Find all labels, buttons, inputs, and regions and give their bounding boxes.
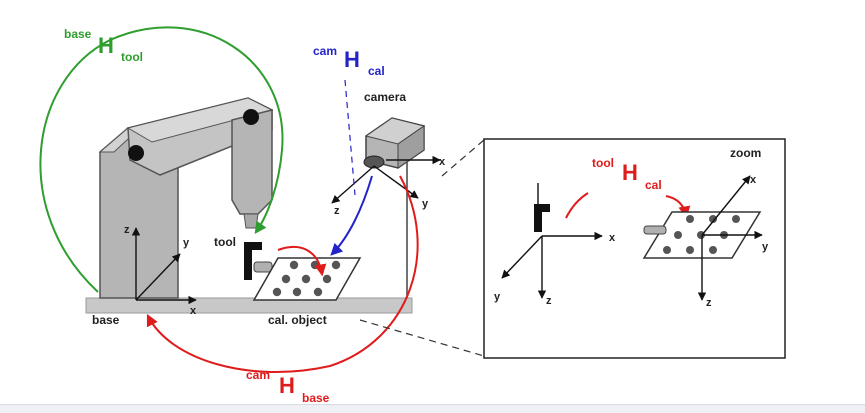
label-cam-H-cal-sup: cam xyxy=(313,44,337,58)
label-tool-H-cal-sub: cal xyxy=(645,178,662,192)
zoom-cal-z-label: z xyxy=(706,297,712,309)
camera-optical-axis xyxy=(344,79,356,196)
zoom-tool-y-label: y xyxy=(494,291,501,303)
label-cam-H-base-sub: base xyxy=(302,391,330,405)
label-base-H-tool-sub: tool xyxy=(121,50,143,64)
camera-frame xyxy=(331,155,441,204)
base-y-label: y xyxy=(183,237,190,249)
camera-body xyxy=(363,117,426,169)
joint-shoulder xyxy=(128,145,144,161)
transform-arc-tool-cal xyxy=(277,246,327,277)
gripper xyxy=(244,242,273,280)
window-bottom-edge xyxy=(0,404,865,413)
zoom-connector-bottom xyxy=(359,319,485,357)
zoom-tool-z-label: z xyxy=(546,295,552,307)
label-base-H-tool-H: H xyxy=(98,33,114,58)
camera-y-label: y xyxy=(422,198,429,210)
zoom-tool-x-label: x xyxy=(609,232,616,244)
label-tool-H-cal-sup: tool xyxy=(592,156,614,170)
zoom-arc-tool-cal-left xyxy=(565,192,589,219)
label-cam-H-cal-sub: cal xyxy=(368,64,385,78)
zoom-label: zoom xyxy=(730,146,761,160)
floor xyxy=(85,297,413,314)
label-cam-H-base-H: H xyxy=(279,373,295,398)
cal-object-label: cal. object xyxy=(268,313,327,327)
base-label: base xyxy=(92,313,120,327)
zoom-connector-top xyxy=(441,139,485,177)
zoom-cal-y-label: y xyxy=(762,241,769,253)
label-tool-H-cal-H: H xyxy=(622,160,638,185)
label-cam-H-cal-H: H xyxy=(344,47,360,72)
transform-arc-cam-base xyxy=(146,175,419,373)
camera-label: camera xyxy=(364,90,406,104)
label-cam-H-base-sup: cam xyxy=(246,368,270,382)
camera-z-label: z xyxy=(334,205,340,217)
camera-x-label: x xyxy=(439,156,446,168)
label-base-H-tool-sup: base xyxy=(64,27,92,41)
transform-arc-base-tool xyxy=(39,26,284,293)
transform-arc-cam-cal xyxy=(330,175,373,256)
base-z-label: z xyxy=(124,224,130,236)
calibration-object xyxy=(252,257,362,301)
base-x-label: x xyxy=(190,305,197,317)
tool-label: tool xyxy=(214,235,236,249)
zoom-cal-frame xyxy=(697,175,763,301)
zoom-cal-x-label: x xyxy=(750,174,757,186)
zoom-tool-frame xyxy=(501,183,603,299)
joint-elbow xyxy=(243,109,259,125)
robot-arm xyxy=(98,97,274,299)
base-frame xyxy=(131,227,197,305)
